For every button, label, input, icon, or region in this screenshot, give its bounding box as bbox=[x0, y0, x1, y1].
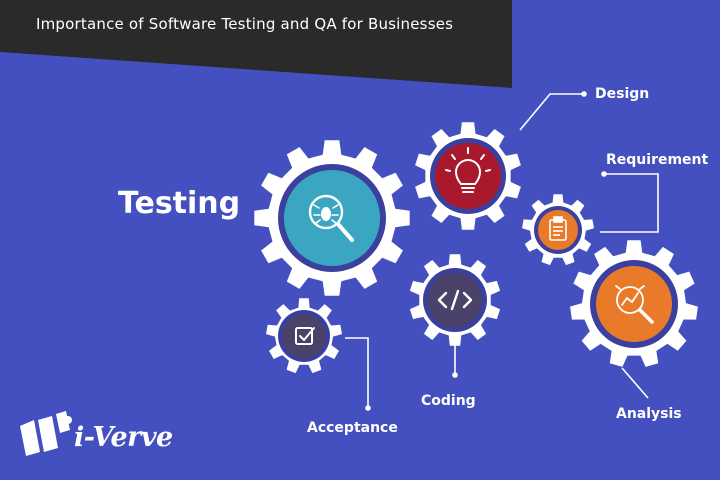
design-label: Design bbox=[595, 86, 650, 102]
acceptance-label: Acceptance bbox=[307, 420, 398, 436]
connector-dot-design bbox=[581, 91, 587, 97]
connector-design bbox=[519, 93, 584, 131]
gear-requirement bbox=[522, 194, 594, 266]
coding-label: Coding bbox=[421, 393, 476, 409]
connector-lines bbox=[345, 93, 659, 408]
gear-acceptance bbox=[266, 298, 342, 374]
gear-acceptance-disc bbox=[282, 314, 326, 358]
connector-acceptance bbox=[345, 337, 369, 408]
analysis-label: Analysis bbox=[616, 406, 682, 422]
checkbox-icon bbox=[295, 327, 315, 345]
gear-testing bbox=[254, 140, 410, 296]
clipboard-icon bbox=[549, 216, 567, 241]
gear-coding bbox=[409, 254, 501, 346]
code-brackets-icon bbox=[437, 289, 473, 311]
requirement-label: Requirement bbox=[606, 152, 709, 168]
connector-dot-requirement bbox=[601, 171, 607, 177]
gear-testing-disc bbox=[284, 170, 380, 266]
connector-dot-acceptance bbox=[365, 405, 371, 411]
connector-analysis bbox=[621, 367, 649, 399]
gear-analysis bbox=[570, 240, 698, 367]
gear-requirement-disc bbox=[538, 210, 578, 250]
connector-dots bbox=[365, 91, 607, 411]
lightbulb-icon bbox=[445, 147, 491, 193]
title-banner bbox=[0, 0, 512, 88]
brand-logo-mark bbox=[20, 411, 72, 456]
chart-magnifier-icon bbox=[615, 285, 654, 324]
connector-dot-coding bbox=[452, 372, 458, 378]
bug-magnifier-icon bbox=[308, 194, 354, 242]
gear-design bbox=[415, 122, 521, 230]
gear-analysis-disc bbox=[596, 266, 672, 342]
testing-label: Testing bbox=[118, 186, 241, 221]
gear-design-disc bbox=[435, 143, 501, 209]
brand-name: i-Verve bbox=[74, 422, 173, 453]
connector-requirement bbox=[600, 173, 659, 233]
page-title: Importance of Software Testing and QA fo… bbox=[36, 15, 454, 33]
